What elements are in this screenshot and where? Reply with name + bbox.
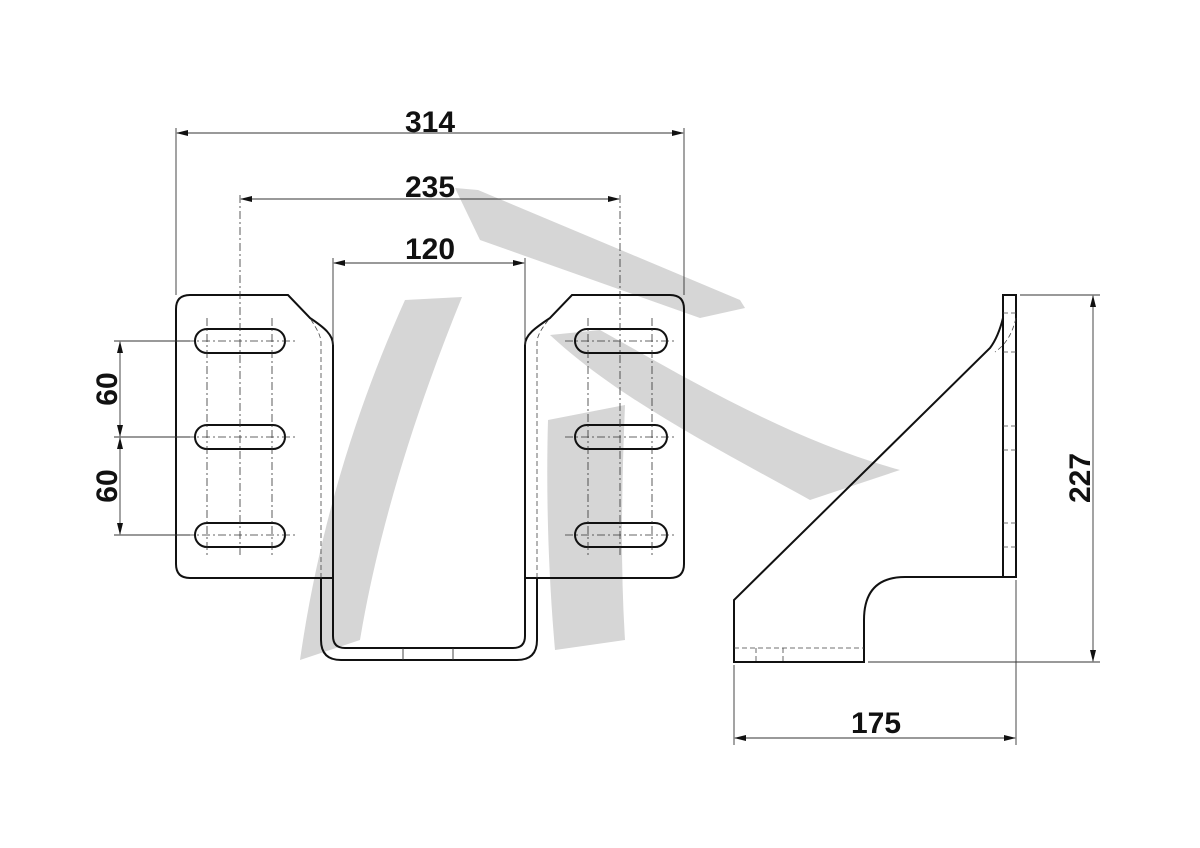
u-channel-outer bbox=[320, 578, 538, 661]
watermark-logo bbox=[300, 188, 900, 660]
left-plate bbox=[175, 294, 334, 579]
side-dimensions: 227 175 bbox=[733, 294, 1100, 745]
dim-hole-spacing-upper: 60 bbox=[91, 372, 124, 405]
front-view bbox=[175, 195, 685, 661]
front-dimensions: 314 235 120 60 60 bbox=[91, 106, 685, 536]
dim-hole-spacing-lower: 60 bbox=[91, 469, 124, 502]
dim-channel-width: 120 bbox=[405, 233, 455, 266]
side-view bbox=[733, 294, 1017, 663]
dim-side-height: 227 bbox=[1064, 453, 1097, 503]
dim-hole-pitch-width: 235 bbox=[405, 171, 455, 204]
u-channel-inner bbox=[332, 578, 526, 649]
side-back-plate bbox=[1002, 294, 1017, 578]
dim-overall-width: 314 bbox=[405, 106, 455, 139]
right-plate bbox=[524, 294, 685, 579]
dim-side-depth: 175 bbox=[851, 707, 901, 740]
side-profile bbox=[733, 317, 1004, 663]
